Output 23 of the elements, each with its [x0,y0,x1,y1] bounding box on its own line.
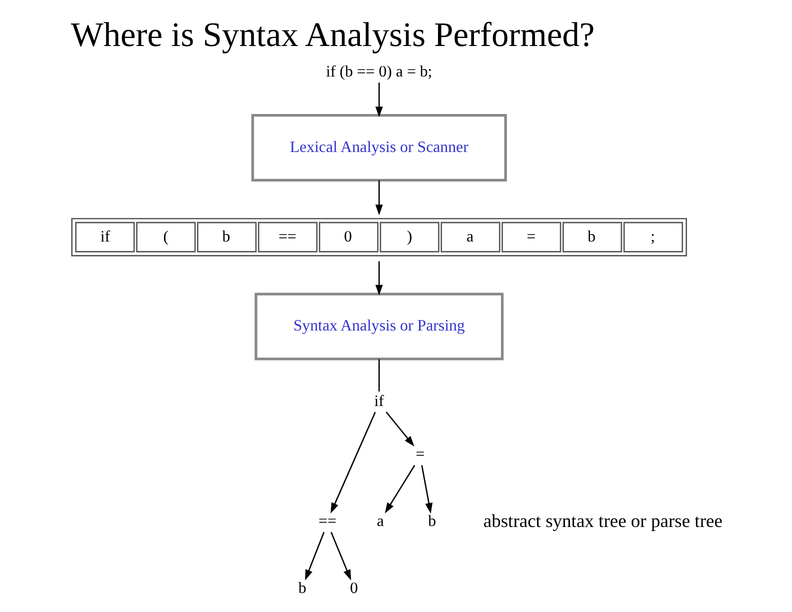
arrow [386,412,414,447]
node-text: if (b == 0) a = b; [326,63,432,80]
node-text: b [428,512,436,530]
node-text: b [298,580,306,597]
arrow [375,180,383,216]
node-text: = [416,446,425,464]
label: abstract syntax tree or parse tree [483,510,722,532]
arrow [330,412,376,514]
connector [378,359,380,392]
arrow [375,261,383,296]
arrow [375,82,383,118]
arrow [305,532,325,580]
node-text: if [374,393,384,410]
node-text: 0 [350,580,358,597]
arrow [330,532,352,580]
diagram-title: Where is Syntax Analysis Performed? [70,16,595,54]
node-text: == [318,512,336,530]
node-text: a [376,512,384,530]
arrow [384,464,416,514]
node-box: Lexical Analysis or Scanner [251,114,507,182]
node-box: if ( b == 0 ) a = b ; [71,218,687,256]
node-box: Syntax Analysis or Parsing [254,292,504,360]
arrow [421,465,433,514]
